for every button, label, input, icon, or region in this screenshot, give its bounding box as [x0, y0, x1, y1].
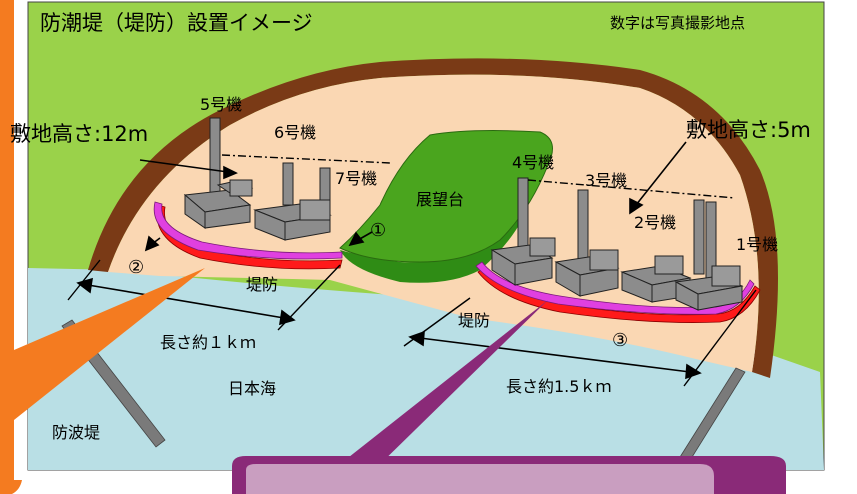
site-height-right: 敷地高さ:5m [686, 118, 811, 142]
sea-area [28, 268, 824, 470]
sea-label: 日本海 [228, 379, 276, 398]
observatory-hill-top [339, 130, 553, 263]
observatory-label: 展望台 [416, 190, 464, 209]
span-ticks [67, 259, 757, 387]
embankment-right-label: 堤防 [458, 311, 490, 330]
page-title: 防潮堤（堤防）設置イメージ [40, 11, 313, 35]
point-3: ③ [612, 330, 628, 351]
length-left-label: 長さ約１ｋｍ [160, 333, 256, 352]
dashdot-line-right [527, 179, 736, 199]
length-right-label: 長さ約1.5ｋｍ [506, 377, 611, 396]
dashdot-line-left [221, 154, 391, 164]
unit6-label: 6号機 [274, 123, 316, 142]
embankment-right-pink [475, 261, 755, 315]
unit5-label: 5号機 [200, 95, 242, 114]
arrows [76, 141, 702, 380]
unit2-label: 2号機 [634, 213, 676, 232]
purple-callout-wedge [330, 300, 548, 472]
point-2: ② [128, 257, 144, 278]
unit3-label: 3号機 [585, 171, 627, 190]
unit1-label: 1号機 [736, 235, 778, 254]
embankment-left-pink [153, 201, 343, 260]
observatory-hill-side [340, 178, 530, 283]
point-1: ① [370, 220, 386, 241]
unit4-label: 4号機 [512, 153, 554, 172]
orange-frame-inner [2, 0, 14, 494]
unit7-label: 7号機 [335, 169, 377, 188]
reactor-group-left [183, 117, 332, 241]
breakwater-label: 防波堤 [52, 423, 100, 442]
site-height-left: 敷地高さ:12m [10, 122, 148, 146]
title-box [30, 4, 410, 40]
white-frame-gap [14, 0, 22, 480]
reactor-group-right [490, 177, 744, 311]
photo-note: 数字は写真撮影地点 [610, 14, 745, 32]
purple-callout-inner [246, 464, 714, 494]
embankment-left-label: 堤防 [246, 275, 278, 294]
orange-callout-wedge [14, 268, 205, 420]
